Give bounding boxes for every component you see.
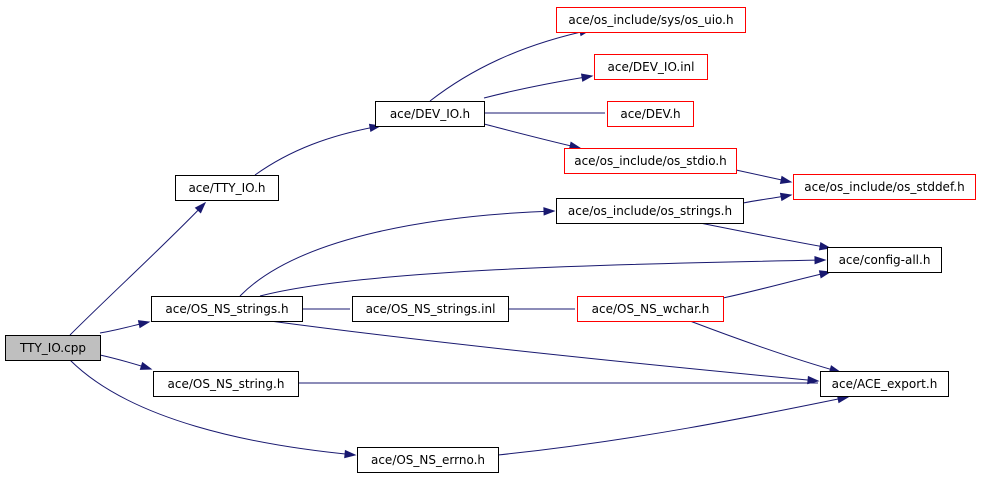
edge-line — [689, 320, 841, 373]
edge-arrowhead — [580, 73, 594, 82]
node-os-ns-errno-h[interactable]: ace/OS_NS_errno.h — [357, 447, 499, 473]
node-label: ace/os_include/os_stdio.h — [574, 154, 727, 168]
node-label: ace/os_include/os_stddef.h — [804, 180, 964, 194]
node-box — [151, 296, 303, 322]
edge-line — [69, 202, 206, 336]
edge-tty_io_cpp-to-tty_io_h — [69, 201, 207, 336]
node-sys-uio-h[interactable]: ace/os_include/sys/os_uio.h — [556, 7, 746, 33]
edge-dev_io_h-to-os_stdio_h — [483, 123, 582, 150]
edge-os_strings_h-to-os_stddef_h — [742, 192, 793, 204]
node-box — [352, 296, 509, 322]
node-os-stdio-h[interactable]: ace/os_include/os_stdio.h — [564, 148, 737, 174]
node-box — [175, 175, 279, 201]
node-label: ace/OS_NS_strings.inl — [366, 302, 496, 316]
node-dev-io-h[interactable]: ace/DEV_IO.h — [375, 101, 485, 127]
node-os-ns-strings-inl[interactable]: ace/OS_NS_strings.inl — [352, 296, 509, 322]
edge-arrowhead — [807, 375, 820, 385]
node-label: TTY_IO.cpp — [19, 341, 86, 355]
node-box — [556, 198, 744, 224]
edge-os_ns_strings_h-to-os_strings_h — [239, 207, 556, 297]
edge-line — [269, 320, 819, 382]
node-box — [153, 371, 299, 397]
node-label: ace/os_include/sys/os_uio.h — [568, 13, 733, 27]
node-label: ace/config-all.h — [839, 253, 931, 267]
edge-os_ns_wchar_h-to-ace_export_h — [689, 320, 842, 374]
node-os-strings-h[interactable]: ace/os_include/os_strings.h — [556, 198, 744, 224]
edge-arrowhead — [543, 207, 556, 216]
edge-os_ns_wchar_h-to-config_all_h — [722, 270, 832, 299]
node-label: ace/DEV_IO.inl — [608, 60, 695, 74]
node-label: ace/ACE_export.h — [832, 377, 938, 391]
node-dev-io-inl[interactable]: ace/DEV_IO.inl — [594, 54, 708, 80]
edge-line — [483, 75, 593, 99]
edge-tty_io_cpp-to-os_ns_strings_h — [99, 320, 151, 334]
edge-os_ns_strings_h-to-config_all_h — [259, 255, 827, 297]
node-dev-h[interactable]: ace/DEV.h — [607, 101, 694, 127]
node-box — [820, 371, 949, 397]
edge-os_strings_h-to-config_all_h — [699, 222, 832, 251]
node-label: ace/TTY_IO.h — [188, 181, 265, 195]
node-box — [375, 101, 485, 127]
edge-line — [429, 29, 591, 102]
edge-tty_io_h-to-dev_io_h — [254, 123, 382, 176]
node-config-all-h[interactable]: ace/config-all.h — [827, 247, 942, 273]
edge-arrowhead — [779, 175, 793, 184]
edge-arrowhead — [814, 255, 827, 265]
edge-line — [699, 222, 831, 249]
node-ace-export-h[interactable]: ace/ACE_export.h — [820, 371, 949, 397]
node-box — [607, 101, 694, 127]
edge-arrowhead — [779, 192, 793, 202]
node-box — [357, 447, 499, 473]
edge-line — [239, 210, 555, 297]
edge-line — [722, 271, 831, 299]
edge-dev_io_h-to-sys_uio_h — [429, 28, 592, 102]
edge-os_ns_strings_h-to-ace_export_h — [269, 320, 820, 385]
edge-line — [483, 123, 581, 149]
node-label: ace/DEV.h — [620, 107, 680, 121]
edge-arrowhead — [344, 449, 357, 459]
node-box — [827, 247, 942, 273]
edge-dev_io_h-to-dev_io_inl — [483, 73, 594, 99]
node-os-stddef-h[interactable]: ace/os_include/os_stddef.h — [793, 174, 976, 200]
node-box — [556, 7, 746, 33]
node-box — [594, 54, 708, 80]
edge-tty_io_cpp-to-os_ns_string_h — [99, 354, 153, 370]
nodes-layer: TTY_IO.cpp ace/TTY_IO.h ace/DEV_IO.h ace/os… — [5, 7, 976, 473]
node-label: ace/OS_NS_wchar.h — [592, 302, 710, 316]
edge-tty_io_cpp-to-os_ns_errno_h — [69, 359, 357, 459]
node-tty-io-cpp: TTY_IO.cpp — [5, 335, 101, 361]
node-label: ace/DEV_IO.h — [390, 107, 470, 121]
node-box — [5, 335, 101, 361]
edge-arrowhead — [137, 320, 151, 329]
node-os-ns-wchar-h[interactable]: ace/OS_NS_wchar.h — [577, 296, 724, 322]
node-label: ace/os_include/os_strings.h — [568, 204, 732, 218]
edge-os_ns_errno_h-to-ace_export_h — [497, 394, 850, 456]
node-label: ace/OS_NS_strings.h — [165, 302, 288, 316]
node-box — [793, 174, 976, 200]
node-box — [577, 296, 724, 322]
edge-line — [69, 359, 356, 456]
node-box — [564, 148, 737, 174]
edge-line — [254, 125, 381, 176]
edge-arrowhead — [139, 361, 153, 370]
edge-line — [259, 259, 826, 297]
edges-layer — [69, 28, 850, 459]
node-label: ace/OS_NS_errno.h — [371, 453, 485, 467]
node-label: ace/OS_NS_string.h — [168, 377, 285, 391]
node-os-ns-strings-h[interactable]: ace/OS_NS_strings.h — [151, 296, 303, 322]
node-os-ns-string-h[interactable]: ace/OS_NS_string.h — [153, 371, 299, 397]
edge-line — [497, 396, 849, 456]
node-tty-io-h[interactable]: ace/TTY_IO.h — [175, 175, 279, 201]
edge-arrowhead — [194, 201, 207, 214]
edge-os_stdio_h-to-os_stddef_h — [735, 169, 793, 184]
